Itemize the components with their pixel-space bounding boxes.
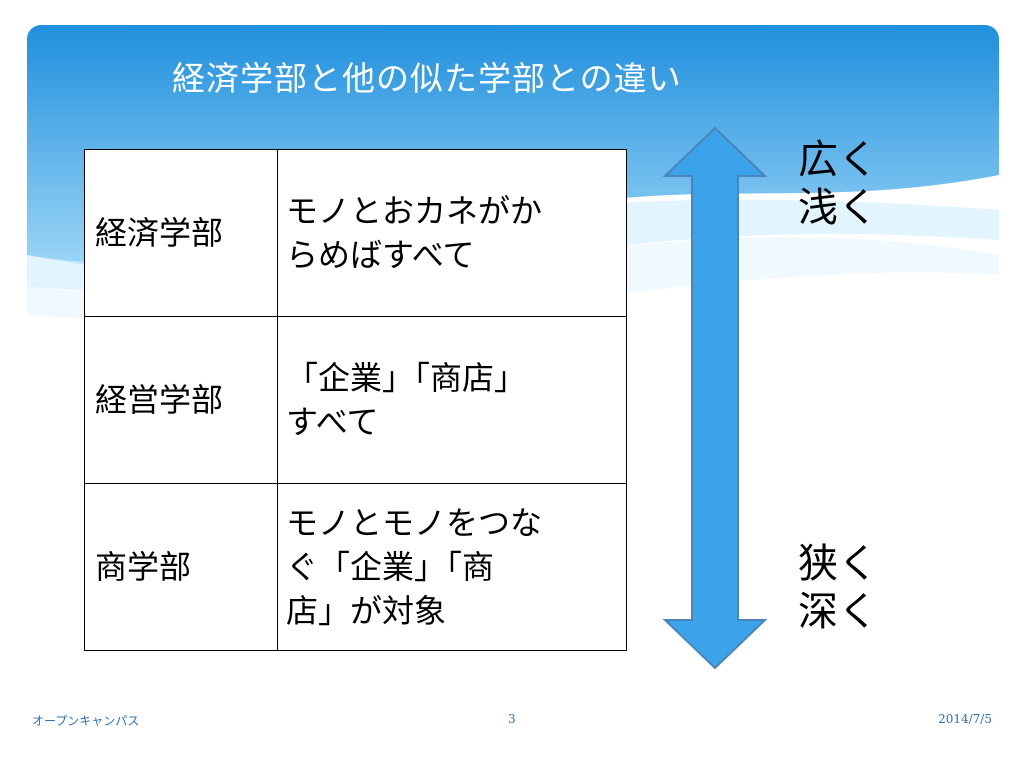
description-line: モノとモノをつな — [286, 504, 543, 542]
description-cell: モノとモノをつな ぐ「企業」「商 店」が対象 — [277, 483, 627, 651]
footer-event-name: オープンキャンパス — [32, 714, 140, 728]
comparison-table: 経済学部 モノとおカネがか らめばすべて 経営学部 「企業」「商店」 すべて 商… — [84, 149, 627, 651]
broad-shallow-label: 広く 浅く — [798, 136, 878, 232]
narrow-deep-label: 狭く 深く — [798, 540, 878, 636]
label-line: 浅く — [798, 185, 878, 231]
department-cell: 経済学部 — [84, 149, 278, 317]
slide-title: 経済学部と他の似た学部との違い — [172, 59, 682, 98]
label-line: 深く — [798, 589, 878, 635]
description-cell: モノとおカネがか らめばすべて — [277, 149, 627, 317]
table-row: 経済学部 モノとおカネがか らめばすべて — [84, 149, 627, 317]
department-cell: 経営学部 — [84, 316, 278, 484]
description-cell: 「企業」「商店」 すべて — [277, 316, 627, 484]
department-cell: 商学部 — [84, 483, 278, 651]
description-line: モノとおカネがか — [286, 192, 543, 230]
description-line: 「企業」「商店」 — [286, 359, 527, 397]
footer-date: 2014/7/5 — [938, 712, 992, 726]
description-line: らめばすべて — [286, 236, 475, 274]
description-line: すべて — [286, 403, 379, 441]
double-vertical-arrow-icon — [662, 126, 768, 670]
label-line: 狭く — [798, 541, 878, 587]
description-line: ぐ「企業」「商 — [286, 548, 495, 586]
description-line: 店」が対象 — [286, 592, 447, 630]
table-row: 経営学部 「企業」「商店」 すべて — [84, 316, 627, 484]
label-line: 広く — [798, 137, 878, 183]
table-row: 商学部 モノとモノをつな ぐ「企業」「商 店」が対象 — [84, 483, 627, 651]
slide-page-number: 3 — [508, 712, 516, 726]
